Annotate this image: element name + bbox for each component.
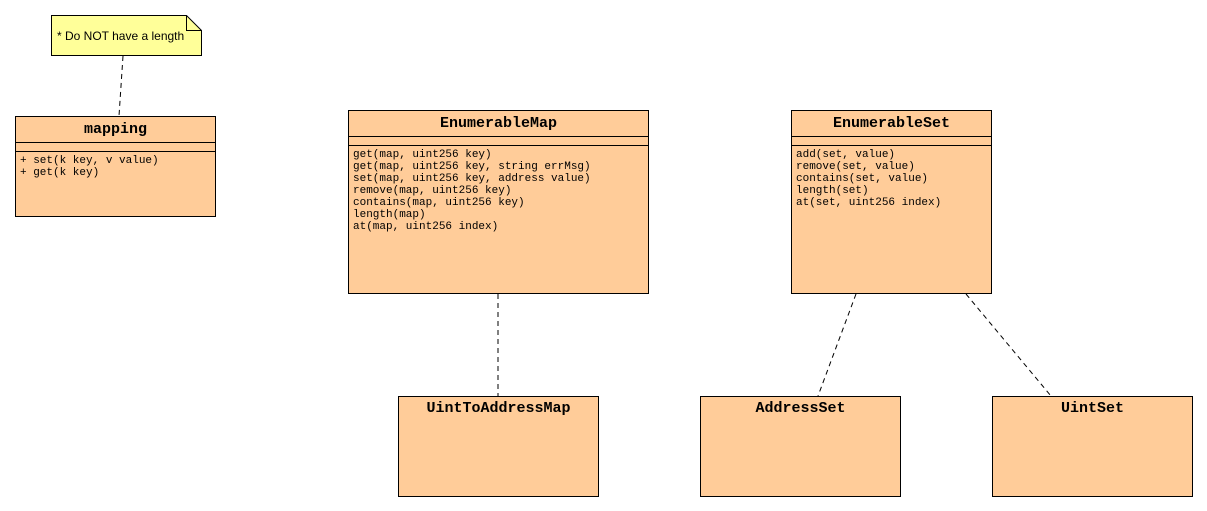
attributes-compartment <box>792 136 991 145</box>
operations-compartment: add(set, value)remove(set, value)contain… <box>792 145 991 209</box>
operation: length(set) <box>796 185 869 197</box>
note-text: * Do NOT have a length <box>57 29 185 43</box>
class-name: UintToAddressMap <box>426 400 571 417</box>
operation: get(map, uint256 key) <box>353 149 492 161</box>
class-enumerablemap[interactable]: EnumerableMap get(map, uint256 key)get(m… <box>348 110 649 294</box>
class-name: UintSet <box>1060 400 1124 417</box>
operation: + get(k key) <box>20 167 100 179</box>
operation: at(set, uint256 index) <box>796 197 942 209</box>
operations-compartment: + set(k key, v value)+ get(k key) <box>16 151 215 179</box>
class-name: EnumerableMap <box>439 115 558 132</box>
operation: at(map, uint256 index) <box>353 221 499 233</box>
operation: + set(k key, v value) <box>20 155 159 167</box>
class-addressset[interactable]: AddressSet <box>700 396 901 497</box>
class-name: mapping <box>83 121 147 138</box>
operation: set(map, uint256 key, address value) <box>353 173 591 185</box>
class-name: EnumerableSet <box>832 115 951 132</box>
note[interactable]: * Do NOT have a length <box>51 15 202 56</box>
class-uintset[interactable]: UintSet <box>992 396 1193 497</box>
note-shape <box>51 15 202 56</box>
operation: contains(set, value) <box>796 173 929 185</box>
class-mapping[interactable]: mapping + set(k key, v value)+ get(k key… <box>15 116 216 217</box>
class-name: AddressSet <box>755 400 846 417</box>
operation: get(map, uint256 key, string errMsg) <box>353 161 591 173</box>
operation: length(map) <box>353 209 426 221</box>
class-enumerableset[interactable]: EnumerableSet add(set, value)remove(set,… <box>791 110 992 294</box>
operation: remove(set, value) <box>796 161 915 173</box>
enumerableset-to-uintset-connector <box>965 293 1052 397</box>
attributes-compartment <box>349 136 648 145</box>
operations-compartment: get(map, uint256 key)get(map, uint256 ke… <box>349 145 648 233</box>
note-to-mapping-connector <box>118 55 124 117</box>
attributes-compartment <box>16 142 215 151</box>
operation: add(set, value) <box>796 149 896 161</box>
class-uinttoaddressmap[interactable]: UintToAddressMap <box>398 396 599 497</box>
operation: remove(map, uint256 key) <box>353 185 512 197</box>
enumerableset-to-addressset-connector <box>817 293 857 397</box>
operation: contains(map, uint256 key) <box>353 197 525 209</box>
